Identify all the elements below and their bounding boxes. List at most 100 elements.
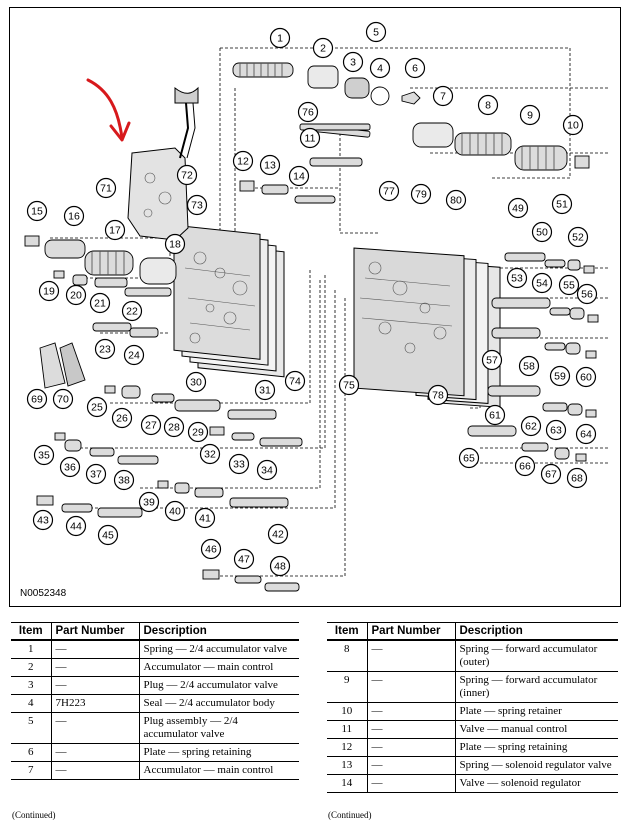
callout-circle — [369, 57, 391, 79]
callout-circle — [254, 379, 276, 401]
callout-number: 80 — [450, 195, 462, 207]
callout-circle — [32, 509, 54, 531]
part-clip-25 — [104, 385, 116, 394]
description-cell: Spring — forward accumulator (outer) — [455, 639, 618, 672]
item-cell: 14 — [327, 774, 368, 793]
annotation-arrow — [86, 78, 131, 142]
callout-circle — [312, 37, 334, 59]
callout-circle — [232, 150, 254, 172]
description-cell: Plug assembly — 2/4 accumulator valve — [139, 712, 299, 744]
callout-number: 29 — [192, 427, 204, 439]
table-row: 10—Plate — spring retainer — [327, 702, 618, 721]
callout-number: 27 — [145, 420, 157, 432]
callout-27: 27 — [140, 414, 162, 436]
callout-number: 42 — [272, 529, 284, 541]
callout-10: 10 — [562, 114, 584, 136]
callout-circle — [288, 165, 310, 187]
callout-77: 77 — [378, 180, 400, 202]
part-number-cell: — — [367, 639, 456, 672]
callout-50: 50 — [531, 221, 553, 243]
callout-circle — [531, 272, 553, 294]
callout-circle — [140, 414, 162, 436]
callout-number: 79 — [415, 189, 427, 201]
callout-circle — [404, 57, 426, 79]
description-cell: Plug — 2/4 accumulator valve — [139, 676, 299, 695]
part-valve-65 — [467, 425, 517, 437]
callout-number: 24 — [128, 350, 140, 362]
callout-number: 20 — [70, 290, 82, 302]
callout-circle — [187, 421, 209, 443]
callout-circle — [85, 463, 107, 485]
part-plate-43 — [36, 495, 54, 506]
part-accumulator-18 — [139, 257, 177, 285]
callout-number: 53 — [511, 273, 523, 285]
callout-circle — [558, 274, 580, 296]
part-spring-8 — [454, 132, 512, 156]
callout-53: 53 — [506, 267, 528, 289]
callout-circle — [228, 453, 250, 475]
part-spring-9 — [514, 145, 568, 171]
callout-circle — [94, 338, 116, 360]
callout-number: 32 — [204, 449, 216, 461]
callout-number: 72 — [181, 170, 193, 182]
table-row: 3—Plug — 2/4 accumulator valve — [11, 676, 299, 695]
part-valve-42 — [229, 497, 289, 508]
callout-8: 8 — [477, 94, 499, 116]
main-control-body-right — [353, 247, 501, 408]
callout-circle — [194, 507, 216, 529]
callout-66: 66 — [514, 455, 536, 477]
part-number-cell: — — [367, 756, 456, 775]
callout-54: 54 — [531, 272, 553, 294]
part-valve-49 — [504, 252, 546, 262]
parts-table-left: Item Part Number Description 1—Spring — … — [11, 622, 299, 780]
callout-circle — [445, 189, 467, 211]
accumulator-body — [127, 86, 199, 241]
callout-55: 55 — [558, 274, 580, 296]
description-cell: Plate — spring retaining — [455, 738, 618, 757]
table-row: 8—Spring — forward accumulator (outer) — [327, 639, 618, 672]
callout-41: 41 — [194, 507, 216, 529]
callout-67: 67 — [540, 463, 562, 485]
callout-circle — [113, 469, 135, 491]
part-spring-47 — [234, 575, 262, 584]
callout-34: 34 — [256, 459, 278, 481]
callout-circle — [562, 114, 584, 136]
item-cell: 11 — [327, 720, 368, 739]
part-spring-58 — [544, 342, 566, 351]
callout-number: 44 — [70, 521, 82, 533]
part-plug-67 — [554, 447, 570, 460]
callout-47: 47 — [233, 548, 255, 570]
callout-13: 13 — [259, 154, 281, 176]
header-description: Description — [455, 622, 618, 641]
part-number-cell: — — [367, 671, 456, 703]
callout-49: 49 — [507, 197, 529, 219]
callout-circle — [514, 455, 536, 477]
callout-number: 68 — [571, 473, 583, 485]
item-cell: 7 — [11, 761, 52, 780]
callout-circle — [378, 180, 400, 202]
callout-number: 73 — [191, 200, 203, 212]
callout-number: 46 — [205, 544, 217, 556]
callout-number: 47 — [238, 554, 250, 566]
part-number-cell: — — [367, 720, 456, 739]
callout-circle — [233, 548, 255, 570]
table-row: 1—Spring — 2/4 accumulator valve — [11, 639, 299, 659]
continued-note-right: (Continued) — [328, 810, 372, 820]
callout-number: 3 — [350, 57, 356, 69]
callout-circle — [519, 104, 541, 126]
callout-76: 76 — [297, 101, 319, 123]
part-clip-35 — [54, 432, 66, 441]
callout-number: 58 — [523, 361, 535, 373]
callout-71: 71 — [95, 177, 117, 199]
callout-15: 15 — [26, 200, 48, 222]
callout-circle — [567, 226, 589, 248]
item-cell: 5 — [11, 712, 52, 744]
callout-circle — [338, 374, 360, 396]
callout-22: 22 — [121, 300, 143, 322]
part-valve-38 — [117, 455, 159, 465]
callout-number: 9 — [527, 110, 533, 122]
part-valve-28-29 — [174, 399, 221, 412]
callout-circle — [63, 205, 85, 227]
callout-circle — [299, 127, 321, 149]
